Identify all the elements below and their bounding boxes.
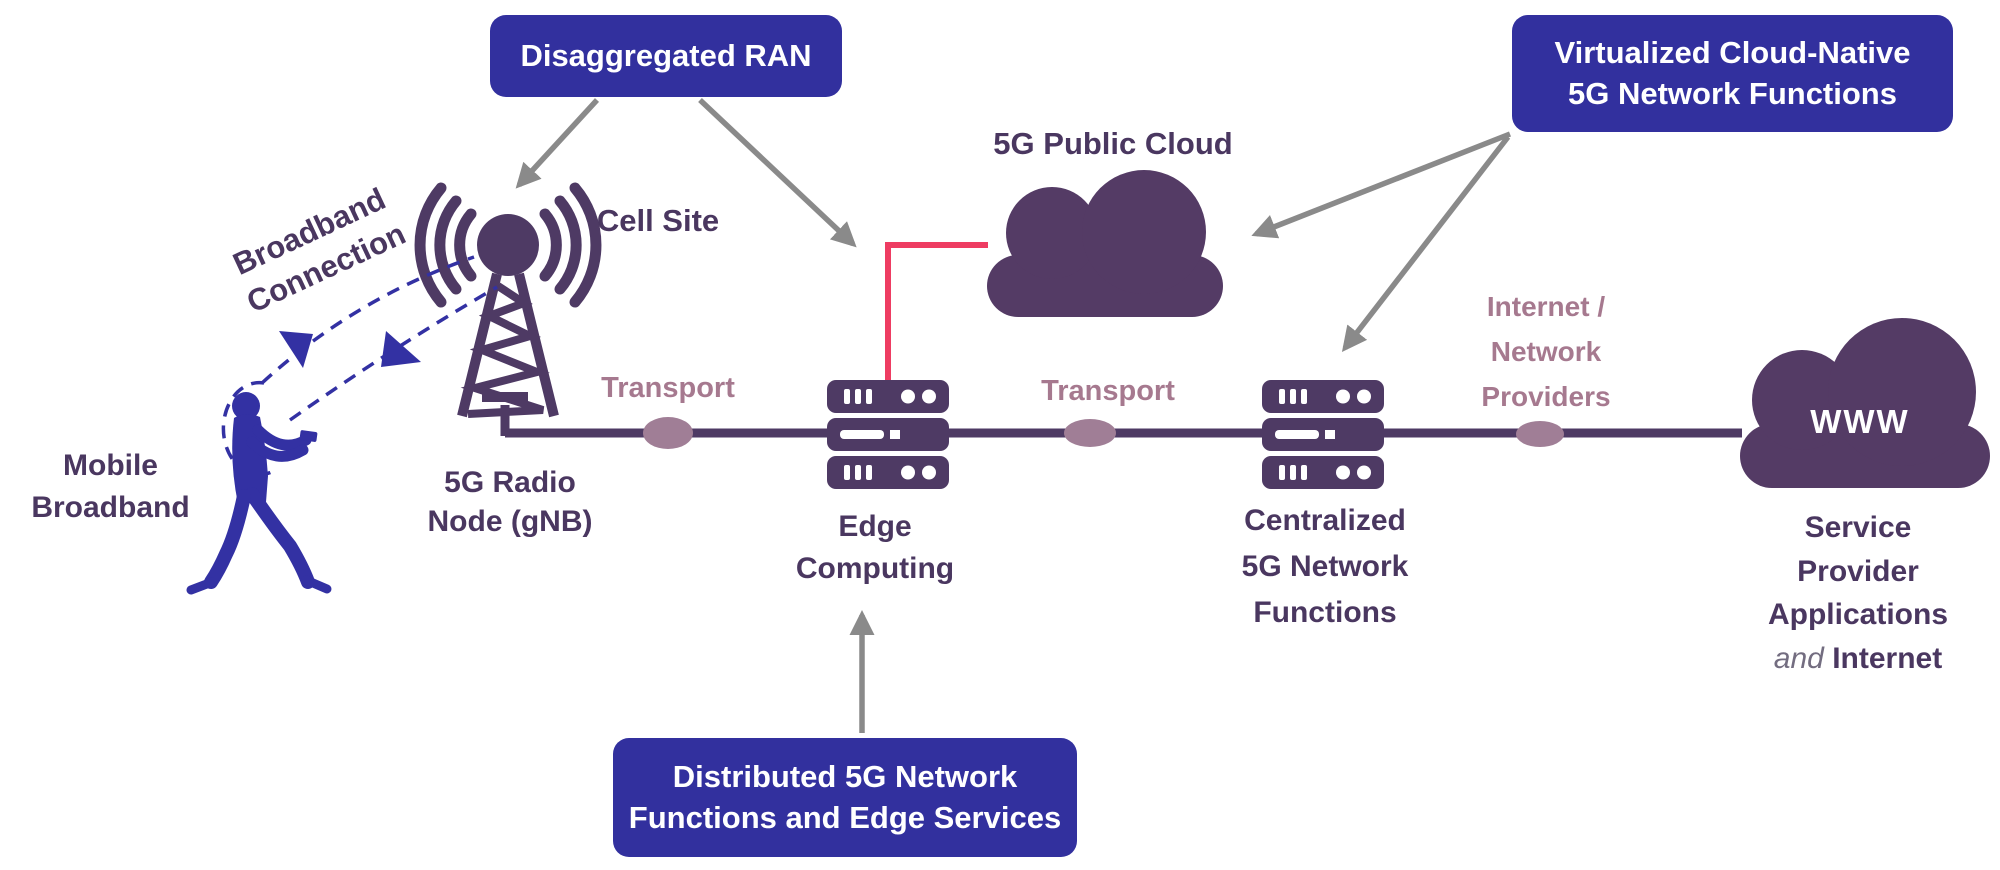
internet-provider-node	[1516, 421, 1564, 447]
service-provider-line3: Applications	[1767, 598, 1948, 631]
distributed-badge-line1: Distributed 5G Network	[672, 758, 1018, 794]
downlink-dashed-line	[260, 255, 475, 385]
central-server-stack-icon	[1262, 380, 1384, 489]
centralized-line1: Centralized	[1244, 504, 1406, 537]
edge-computing-line1: Edge	[838, 510, 912, 543]
uplink-arrowhead	[381, 331, 421, 367]
radio-node-label: 5G Radio Node (gNB)	[390, 463, 630, 541]
distributed-badge-line2: Functions and Edge Services	[628, 799, 1062, 835]
radio-node-line1: 5G Radio	[444, 466, 576, 499]
internet-providers-line1: Internet /	[1486, 291, 1606, 322]
service-provider-line1: Service	[1804, 511, 1912, 544]
signal-waves-icon	[414, 182, 602, 308]
transport-node-left	[643, 417, 693, 449]
disaggregated-arrow-to-tower	[515, 98, 600, 189]
public-cloud-label: 5G Public Cloud	[993, 126, 1233, 161]
disaggregated-arrow-to-edge	[698, 97, 857, 248]
internet-providers-line3: Providers	[1481, 380, 1611, 412]
virtualized-cloud-native-badge: Virtualized Cloud-Native 5G Network Func…	[1512, 15, 1953, 132]
virtualized-arrow-to-cloud	[1251, 131, 1512, 239]
service-provider-line2: Provider	[1797, 554, 1919, 588]
distributed-functions-badge: Distributed 5G Network Functions and Edg…	[613, 738, 1077, 857]
person-icon	[186, 392, 332, 595]
phone-icon	[299, 430, 318, 442]
disaggregated-ran-badge: Disaggregated RAN	[490, 15, 842, 97]
uplink-dashed-line	[288, 285, 498, 422]
centralized-line3: Functions	[1253, 595, 1397, 629]
transport-node-right	[1064, 419, 1116, 447]
edge-computing-line2: Computing	[795, 552, 955, 585]
internet-word: Internet	[1832, 641, 1943, 675]
mobile-broadband-line1: Mobile	[63, 449, 158, 482]
service-provider-label: Service Provider Applications and Intern…	[1738, 506, 1978, 680]
public-cloud-icon	[987, 170, 1223, 317]
internet-providers-line2: Network	[1490, 335, 1602, 367]
and-word: and	[1773, 641, 1824, 675]
centralized-functions-label: Centralized 5G Network Functions	[1213, 498, 1437, 636]
cell-tower-icon	[414, 182, 602, 418]
transport-left-label: Transport	[601, 372, 735, 404]
edge-computing-label: Edge Computing	[770, 506, 980, 590]
cell-site-label: Cell Site	[596, 203, 720, 238]
www-label: WWW	[1810, 403, 1910, 440]
centralized-line2: 5G Network	[1241, 549, 1409, 583]
radio-node-line2: Node (gNB)	[427, 505, 593, 538]
mobile-broadband-line2: Broadband	[31, 491, 190, 524]
internet-providers-label: Internet / Network Providers	[1446, 285, 1646, 419]
disaggregated-ran-label: Disaggregated RAN	[520, 37, 812, 73]
service-provider-line4: and Internet	[1738, 637, 1978, 681]
virtualized-badge-line2: 5G Network Functions	[1568, 75, 1897, 111]
edge-to-cloud-link-line	[885, 242, 988, 382]
mobile-broadband-label: Mobile Broadband	[8, 445, 213, 529]
virtualized-arrow-to-central	[1341, 135, 1511, 352]
edge-server-stack-icon	[827, 380, 949, 489]
downlink-arrowhead	[279, 331, 313, 368]
virtualized-badge-line1: Virtualized Cloud-Native	[1554, 34, 1911, 70]
transport-right-label: Transport	[1041, 375, 1175, 407]
annotation-arrows	[515, 97, 1512, 733]
www-cloud-icon	[1740, 318, 1990, 488]
